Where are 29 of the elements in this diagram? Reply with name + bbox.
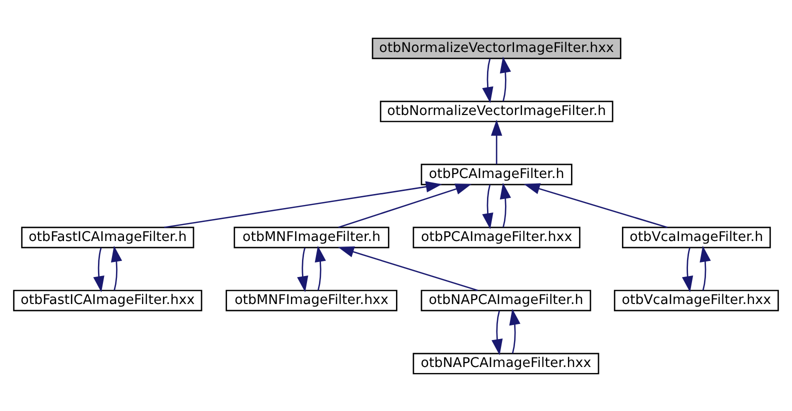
node-box: otbNormalizeVectorImageFilter.h (380, 100, 614, 122)
node-box: otbPCAImageFilter.h (420, 163, 572, 185)
arrow (524, 182, 668, 228)
arrow (93, 247, 104, 292)
arrow (509, 308, 520, 353)
arrow (297, 247, 308, 292)
arrow (500, 182, 512, 227)
arrow (492, 310, 503, 355)
arrow (482, 184, 494, 229)
arrow (500, 56, 512, 101)
node-box: otbFastICAImageFilter.h (21, 226, 194, 248)
arrow (700, 245, 711, 290)
node-box: otbNormalizeVectorImageFilter.hxx (372, 37, 622, 59)
node-box: otbPCAImageFilter.hxx (412, 226, 580, 248)
arrow (314, 245, 326, 290)
arrow (682, 247, 694, 292)
node-box: otbMNFImageFilter.hxx (226, 289, 398, 311)
node-box: otbVcaImageFilter.h (622, 226, 771, 248)
node-box: otbNAPCAImageFilter.hxx (412, 352, 600, 374)
node-box: otbMNFImageFilter.h (234, 226, 390, 248)
node-box: otbVcaImageFilter.hxx (614, 289, 779, 311)
node-box: otbNAPCAImageFilter.h (420, 289, 592, 311)
arrow (110, 245, 122, 290)
node-box: otbFastICAImageFilter.hxx (13, 289, 202, 311)
arrow (482, 58, 494, 103)
arrow (338, 183, 472, 228)
arrow (490, 119, 502, 164)
arrow (164, 180, 442, 228)
arrow (338, 246, 478, 291)
